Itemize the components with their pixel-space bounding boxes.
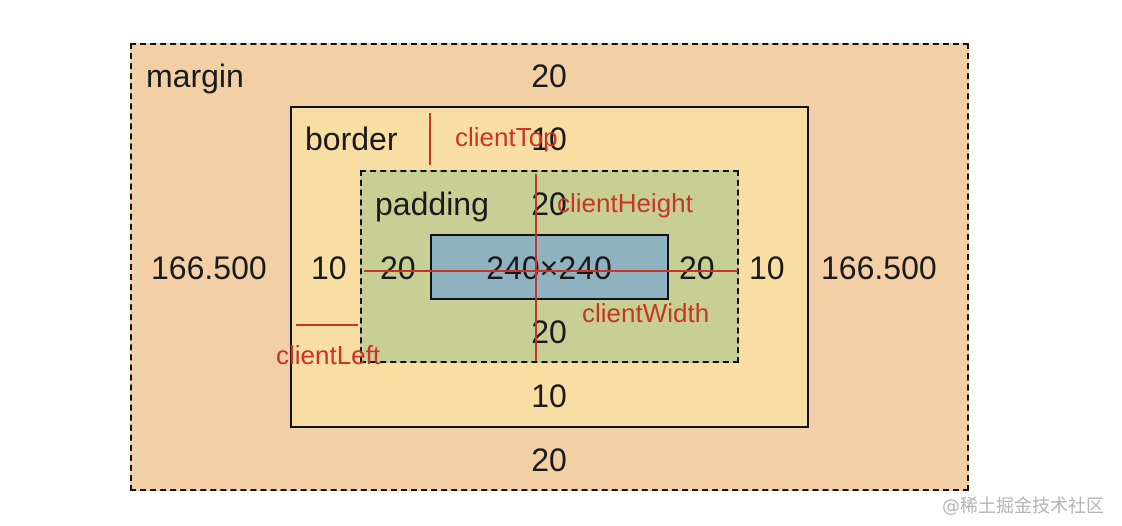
- content-area: [430, 234, 669, 300]
- border-right-value: 10: [749, 250, 785, 286]
- margin-left-value: 166.500: [151, 250, 267, 286]
- margin-top-value: 20: [531, 58, 567, 94]
- watermark: @稀土掘金技术社区: [942, 496, 1104, 517]
- margin-label: margin: [146, 58, 244, 94]
- margin-bottom-value: 20: [531, 442, 567, 478]
- client-height-label: clientHeight: [557, 188, 693, 218]
- padding-left-value: 20: [380, 250, 416, 286]
- content-size: 240×240: [486, 250, 612, 286]
- client-width-line: [364, 270, 738, 272]
- border-label: border: [305, 121, 398, 157]
- border-top-value: 10: [531, 121, 567, 157]
- border-left-value: 10: [311, 250, 347, 286]
- client-height-line: [535, 174, 537, 361]
- client-top-label: clientTop: [455, 122, 558, 152]
- padding-right-value: 20: [679, 250, 715, 286]
- client-width-label: clientWidth: [582, 298, 710, 328]
- client-left-line: [296, 324, 358, 326]
- border-bottom-value: 10: [531, 378, 567, 414]
- padding-bottom-value: 20: [531, 314, 567, 350]
- margin-right-value: 166.500: [821, 250, 937, 286]
- client-top-line: [429, 113, 431, 165]
- padding-top-value: 20: [531, 186, 567, 222]
- padding-label: padding: [375, 186, 489, 222]
- client-left-label: clientLeft: [276, 340, 381, 370]
